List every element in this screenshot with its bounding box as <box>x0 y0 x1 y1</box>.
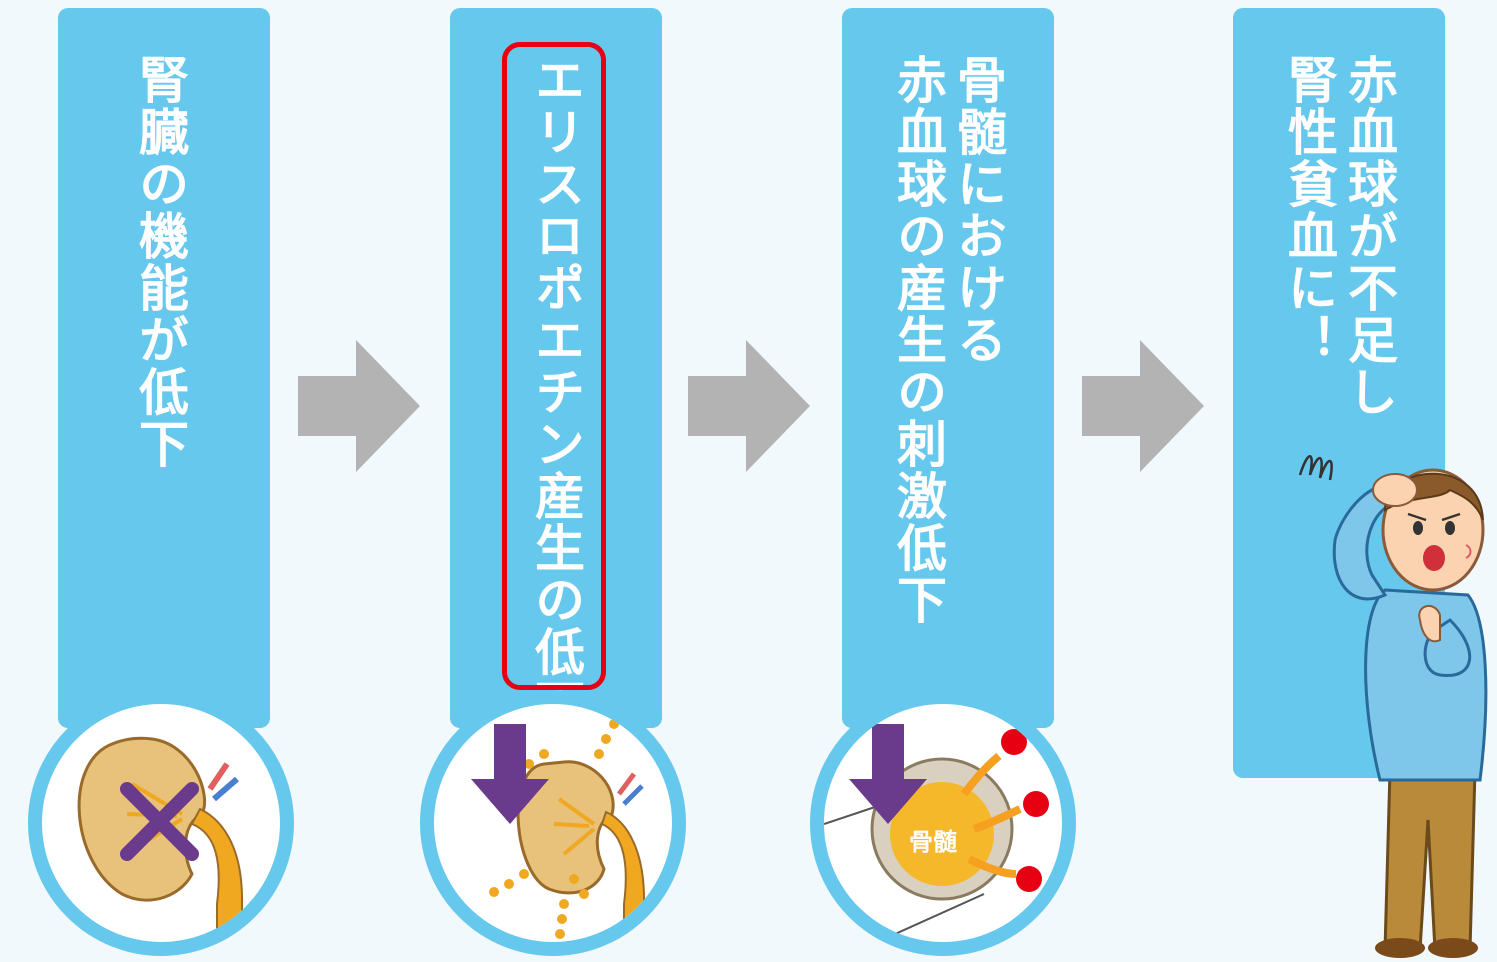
step-3-text-line-1: 骨髄における <box>949 54 1007 366</box>
bone-marrow-icon <box>824 724 1049 940</box>
right-arrow-icon-2 <box>688 340 810 472</box>
step-panel-1: 腎臓の機能が低下 <box>58 8 270 728</box>
kidney-circle-2 <box>420 690 686 956</box>
step-3-text-line-2: 赤血球の産生の刺激低下 <box>889 54 947 626</box>
step-panel-2: エリスロポエチン産生の低下 <box>450 8 662 730</box>
highlight-box <box>502 42 606 690</box>
step-panel-3: 赤血球の産生の刺激低下 骨髄における <box>842 8 1054 728</box>
right-arrow-icon-3 <box>1082 340 1204 472</box>
worried-person-illustration <box>1298 455 1488 958</box>
bone-marrow-label: 骨髄 <box>909 828 957 856</box>
step-4-text-line-2: 腎性貧血に！ <box>1280 54 1338 366</box>
step-2-text: エリスロポエチン産生の低下 <box>527 54 585 730</box>
kidney-circle-1 <box>28 690 294 956</box>
kidney-down-icon <box>471 719 645 942</box>
kidney-cross-icon <box>77 736 243 942</box>
step-1-text: 腎臓の機能が低下 <box>131 54 189 470</box>
step-4-text-line-1: 赤血球が不足し <box>1340 54 1398 418</box>
bone-marrow-circle: 骨髄 <box>810 690 1076 956</box>
right-arrow-icon-1 <box>298 340 420 472</box>
